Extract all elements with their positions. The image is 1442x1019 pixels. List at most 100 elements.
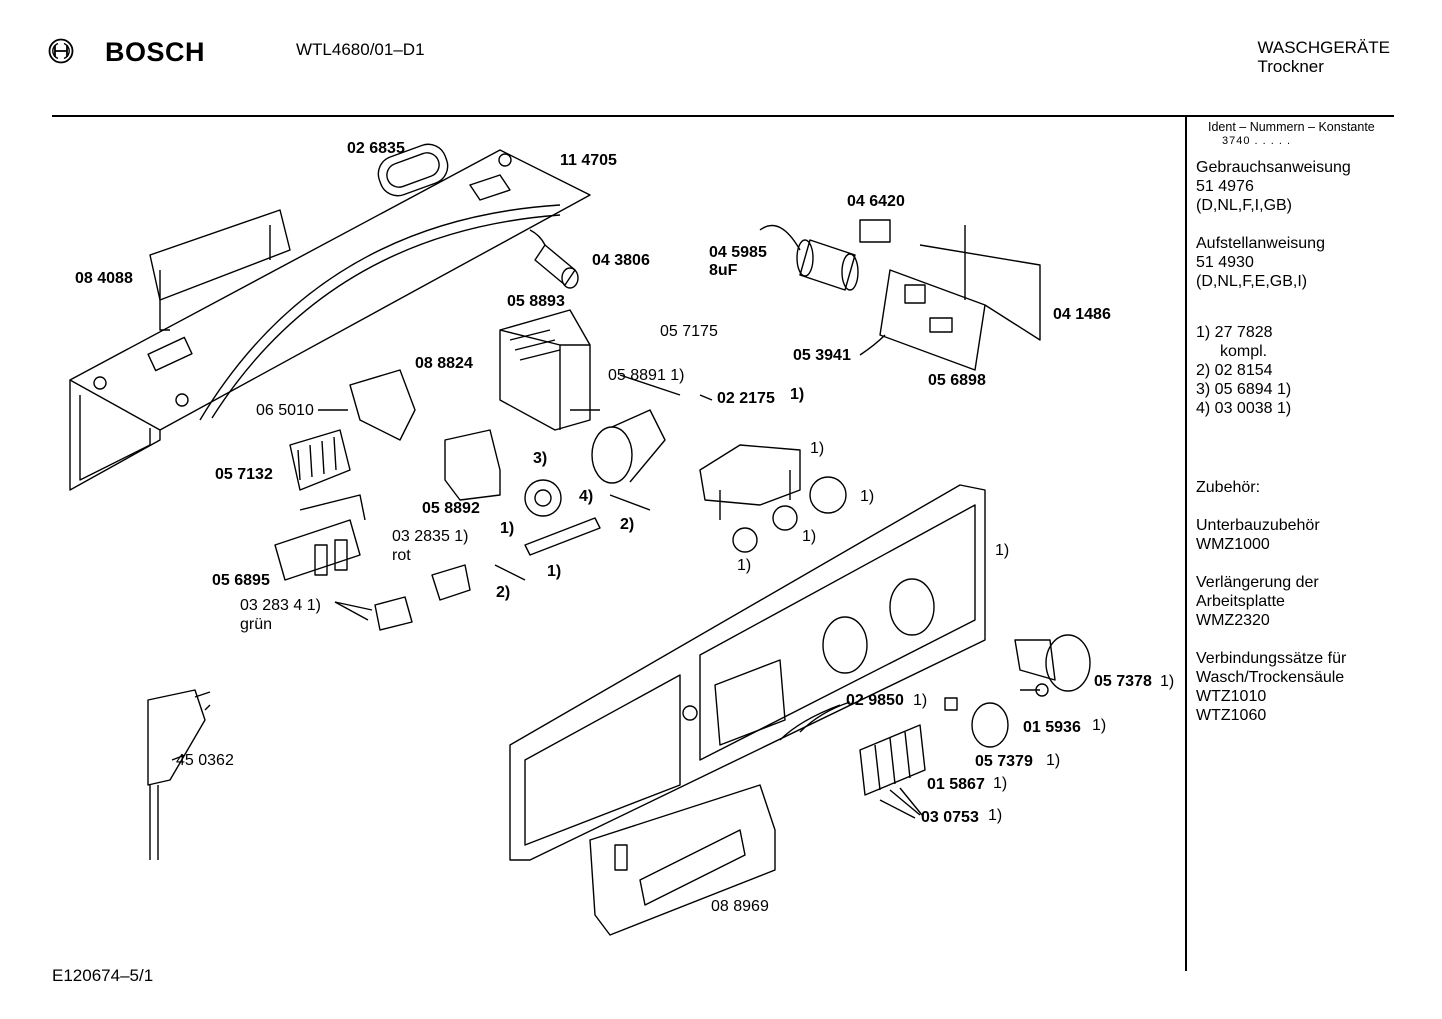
part-label: 2) bbox=[620, 516, 635, 533]
verbindung-title-1: Verbindungssätze für bbox=[1196, 650, 1347, 667]
part-label: 1) bbox=[737, 557, 752, 574]
gear-part bbox=[524, 479, 562, 517]
part-label: 1) bbox=[1046, 752, 1061, 769]
note-2: 2) 02 8154 bbox=[1196, 362, 1273, 379]
relay-part bbox=[859, 219, 891, 243]
part-label: 45 0362 bbox=[176, 752, 234, 769]
unterbau-block: Unterbauzubehör WMZ1000 bbox=[1196, 516, 1436, 554]
selector-part bbox=[444, 429, 501, 501]
part-label: 03 0753 bbox=[921, 809, 979, 826]
part-label: 04 1486 bbox=[1053, 306, 1111, 323]
part-label: 05 8892 bbox=[422, 500, 480, 517]
part-label: 11 4705 bbox=[560, 152, 617, 169]
exploded-view-drawing bbox=[69, 143, 1091, 936]
unterbau-title: Unterbauzubehör bbox=[1196, 517, 1320, 534]
indicator-lens-part bbox=[944, 697, 958, 711]
category-line-1: WASCHGERÄTE bbox=[1257, 38, 1390, 57]
note-3: 3) 05 6894 1) bbox=[1196, 381, 1292, 398]
timer-part bbox=[499, 309, 600, 431]
motor-housing-part bbox=[699, 444, 801, 520]
verlaengerung-title-2: Arbeitsplatte bbox=[1196, 593, 1285, 610]
part-label: 08 8969 bbox=[711, 898, 769, 915]
control-panel-part bbox=[509, 484, 986, 861]
category: WASCHGERÄTE Trockner bbox=[1257, 38, 1390, 76]
note-1-sub: kompl. bbox=[1220, 343, 1268, 360]
note-4: 4) 03 0038 1) bbox=[1196, 400, 1292, 417]
doc-code: E120674–5/1 bbox=[52, 966, 154, 985]
brand-name: BOSCH bbox=[105, 37, 206, 67]
verbindung-title-2: Wasch/Trockensäule bbox=[1196, 669, 1345, 686]
knob-part bbox=[1014, 634, 1091, 692]
switch-part bbox=[349, 369, 416, 441]
note-1: 1) 27 7828 bbox=[1196, 324, 1273, 341]
part-label: 05 7175 bbox=[660, 323, 718, 340]
top-frame-part bbox=[69, 149, 591, 491]
slider-part bbox=[524, 517, 601, 556]
part-label: 1) bbox=[993, 775, 1008, 792]
gasket-part bbox=[377, 143, 449, 197]
part-label: 08 4088 bbox=[75, 270, 133, 287]
aufstell-langs: (D,NL,F,E,GB,I) bbox=[1196, 273, 1308, 290]
aufstell-number: 51 4930 bbox=[1196, 254, 1254, 271]
push-keys-part bbox=[859, 724, 926, 796]
part-label: 1) bbox=[500, 520, 515, 537]
model-number: WTL4680/01–D1 bbox=[296, 40, 425, 59]
part-label: 1) bbox=[988, 807, 1003, 824]
small-motor-part bbox=[529, 229, 579, 289]
sidebar-rule bbox=[1185, 117, 1187, 971]
part-label: 1) bbox=[810, 440, 825, 457]
part-label: 1) bbox=[913, 692, 928, 709]
aufstell-block: Aufstellanweisung 51 4930 (D,NL,F,E,GB,I… bbox=[1196, 234, 1436, 291]
mains-cable-part bbox=[147, 689, 211, 860]
pcb-part bbox=[859, 225, 1041, 371]
springs-part bbox=[779, 704, 841, 741]
part-label: 03 2835 1) bbox=[392, 528, 469, 545]
verlaengerung-code: WMZ2320 bbox=[1196, 612, 1270, 629]
ident-value: 3740 . . . . . bbox=[1222, 135, 1292, 147]
part-label: rot bbox=[392, 547, 411, 564]
part-label: 01 5936 bbox=[1023, 719, 1081, 736]
verbindung-code-1: WTZ1010 bbox=[1196, 688, 1267, 705]
tray-part bbox=[589, 784, 776, 936]
part-label: 02 6835 bbox=[347, 140, 405, 157]
part-label: 2) bbox=[496, 584, 511, 601]
part-label: 4) bbox=[579, 488, 594, 505]
part-label: 1) bbox=[790, 386, 805, 403]
connector-red-part bbox=[431, 564, 471, 601]
ident-title: Ident – Nummern – Konstante bbox=[1208, 120, 1375, 134]
part-label: 05 6898 bbox=[928, 372, 986, 389]
part-label: 3) bbox=[533, 450, 548, 467]
drive-motor-part bbox=[591, 409, 666, 484]
part-label: 1) bbox=[547, 563, 562, 580]
part-label: grün bbox=[240, 616, 273, 633]
verbindung-block: Verbindungssätze für Wasch/Trockensäule … bbox=[1196, 649, 1436, 725]
part-label: 04 5985 bbox=[709, 244, 767, 261]
connector-green-part bbox=[374, 596, 413, 631]
part-label: 1) bbox=[1160, 673, 1175, 690]
part-label: 05 3941 bbox=[793, 347, 851, 364]
part-label: 06 5010 bbox=[256, 402, 314, 419]
part-label: 05 8893 bbox=[507, 293, 565, 310]
small-knob-part bbox=[971, 702, 1009, 748]
terminal-block-part bbox=[289, 429, 351, 491]
zubehoer-title: Zubehör: bbox=[1196, 479, 1261, 496]
gebrauch-title: Gebrauchsanweisung bbox=[1196, 159, 1351, 176]
gebrauch-block: Gebrauchsanweisung 51 4976 (D,NL,F,I,GB) bbox=[1196, 158, 1436, 215]
part-label: 05 7378 bbox=[1094, 673, 1152, 690]
part-label: 04 6420 bbox=[847, 193, 905, 210]
verbindung-code-2: WTZ1060 bbox=[1196, 707, 1267, 724]
part-label: 1) bbox=[860, 488, 875, 505]
verlaengerung-block: Verlängerung der Arbeitsplatte WMZ2320 bbox=[1196, 573, 1436, 630]
notes-block: 1) 27 7828 kompl. 2) 02 8154 3) 05 6894 … bbox=[1196, 323, 1436, 418]
bosch-logo-icon bbox=[48, 38, 74, 64]
part-label: 1) bbox=[802, 528, 817, 545]
part-label: 04 3806 bbox=[592, 252, 650, 269]
verlaengerung-title-1: Verlängerung der bbox=[1196, 574, 1319, 591]
sidebar: Ident – Nummern – Konstante 3740 . . . .… bbox=[1196, 120, 1436, 744]
unterbau-code: WMZ1000 bbox=[1196, 536, 1270, 553]
part-label: 8uF bbox=[709, 262, 738, 279]
part-label: 1) bbox=[1092, 717, 1107, 734]
part-label: 05 6895 bbox=[212, 572, 270, 589]
part-label: 03 283 4 1) bbox=[240, 597, 321, 614]
part-label: 01 5867 bbox=[927, 776, 985, 793]
